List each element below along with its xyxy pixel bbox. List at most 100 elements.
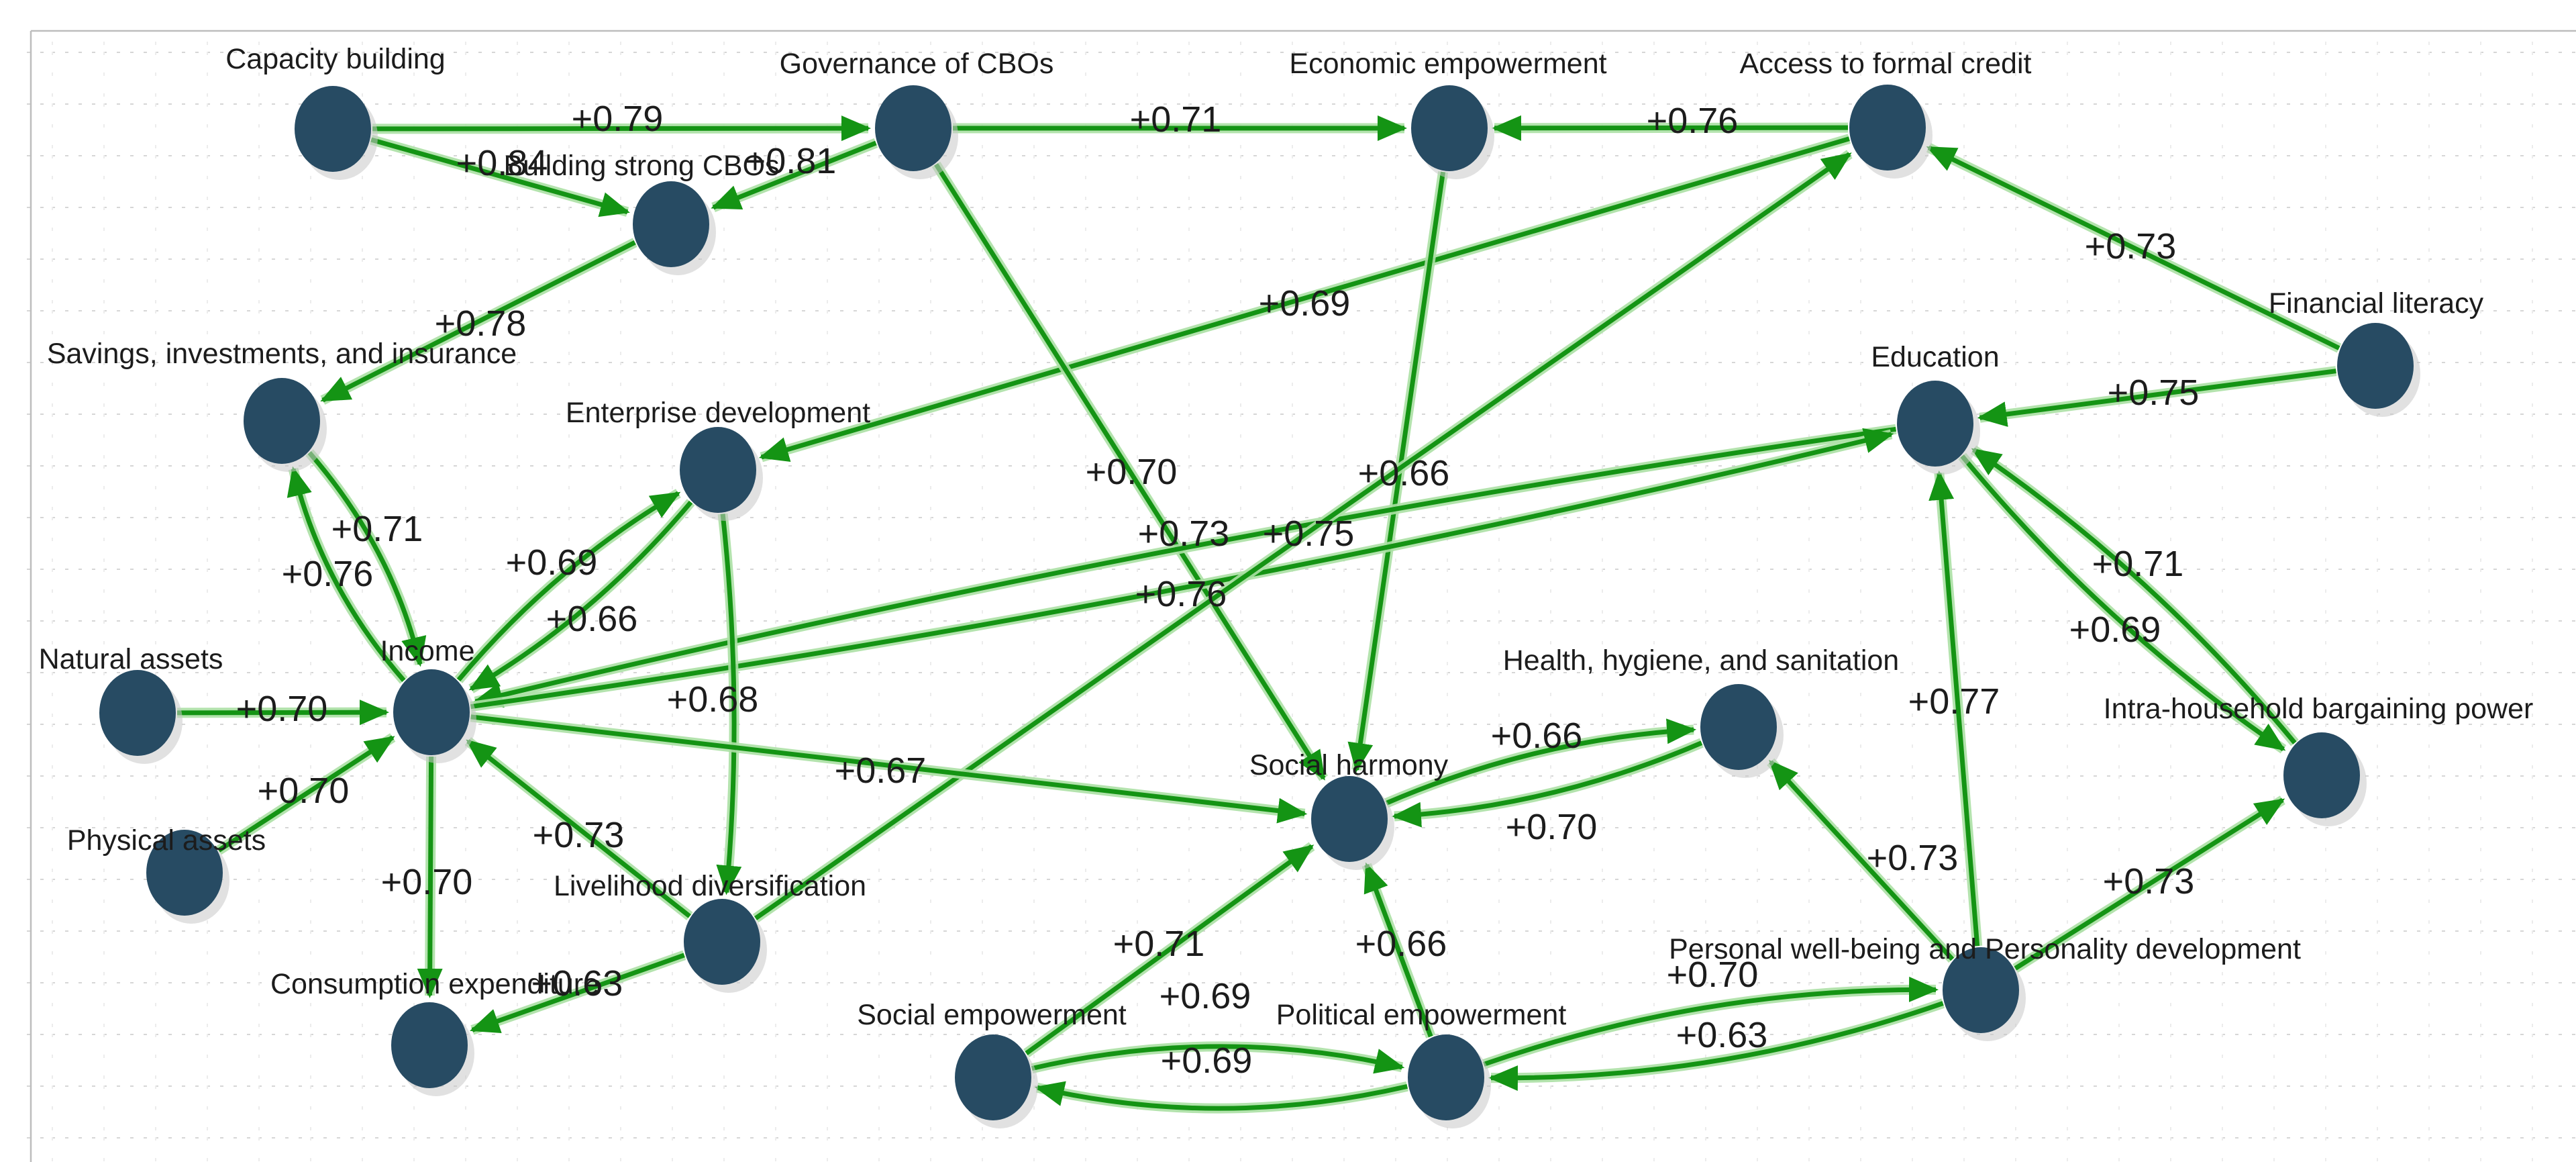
node-harmony: [1311, 776, 1388, 862]
node-bsc: [633, 181, 709, 267]
node-label-financial: Financial literacy: [2269, 287, 2484, 320]
node-label-harmony: Social harmony: [1249, 749, 1449, 781]
edge-intra-education: [1971, 447, 2297, 744]
edge-income-harmony: [470, 714, 1308, 824]
edge-label-governance-economic: +0.71: [1130, 99, 1222, 140]
node-physical: [146, 830, 223, 916]
edge-label-intra-education: +0.71: [2092, 544, 2184, 584]
edge-label-access-economic: +0.76: [1647, 101, 1739, 141]
edge-label-income-education: +0.76: [1135, 574, 1227, 614]
node-label-politicalemp: Political empowerment: [1276, 999, 1567, 1031]
edge-label-income-consumption: +0.70: [381, 862, 473, 902]
node-label-health: Health, hygiene, and sanitation: [1503, 644, 1899, 677]
node-income: [393, 669, 470, 755]
edge-label-personal-health: +0.73: [1867, 838, 1959, 878]
edge-label-governance-harmony: +0.70: [1086, 452, 1178, 492]
edge-access-enterprise: [758, 136, 1850, 463]
edge-personal-health: [1769, 759, 1955, 961]
edge-label-enterprise-income: +0.66: [546, 599, 638, 639]
edge-income-savings: [287, 466, 406, 682]
edge-income-consumption: [417, 756, 443, 998]
edge-label-income-savings: +0.76: [282, 554, 374, 594]
node-label-capacity: Capacity building: [225, 43, 445, 75]
edge-capacity-governance: [372, 115, 871, 142]
edge-label-politicalemp-socialemp: +0.69: [1161, 1040, 1253, 1081]
edge-label-harmony-health: +0.66: [1491, 716, 1583, 756]
node-socialemp: [955, 1034, 1031, 1120]
edge-enterprise-income: [468, 500, 693, 691]
node-label-bsc: Building strong CBOs: [503, 150, 779, 182]
edge-label-governance-bsc: +0.81: [745, 141, 837, 181]
edge-politicalemp-personal: [1483, 976, 1939, 1067]
node-economic: [1411, 85, 1488, 171]
edge-financial-access: [1926, 145, 2340, 350]
edge-education-income: [472, 426, 1896, 708]
edge-label-financial-access: +0.73: [2085, 226, 2177, 267]
node-natural: [99, 670, 176, 756]
node-label-income: Income: [380, 635, 474, 667]
edge-label-enterprise-livelihood: +0.68: [667, 679, 759, 720]
node-label-governance: Governance of CBOs: [780, 48, 1054, 80]
edge-livelihood-consumption: [470, 953, 685, 1034]
edge-governance-harmony: [934, 163, 1326, 781]
edge-personal-intra: [2014, 797, 2285, 971]
edge-label-capacity-bsc: +0.84: [456, 143, 548, 183]
edge-bsc-savings: [320, 240, 636, 403]
edge-income-enterprise: [456, 491, 681, 682]
node-intra: [2283, 732, 2360, 818]
edge-label-livelihood-access: +0.75: [1263, 514, 1355, 554]
edge-label-bsc-savings: +0.78: [435, 303, 527, 344]
edge-capacity-bsc: [370, 137, 630, 217]
edge-label-personal-politicalemp: +0.63: [1676, 1015, 1768, 1055]
node-label-education: Education: [1871, 341, 1999, 373]
edge-label-education-income: +0.73: [1138, 514, 1230, 554]
edge-natural-income: [176, 699, 389, 726]
edge-label-livelihood-consumption: +0.63: [531, 963, 623, 1004]
node-label-consumption: Consumption expenditure: [270, 968, 599, 1000]
node-health: [1700, 684, 1777, 770]
node-financial: [2337, 323, 2414, 409]
node-governance: [875, 85, 951, 171]
node-label-natural: Natural assets: [39, 643, 223, 675]
edge-label-education-intra: +0.69: [2069, 610, 2161, 650]
node-enterprise: [680, 427, 756, 513]
edge-label-capacity-governance: +0.79: [572, 99, 664, 139]
edge-label-socialemp-politicalemp: +0.69: [1160, 976, 1251, 1016]
node-label-enterprise: Enterprise development: [566, 397, 870, 429]
node-capacity: [295, 86, 371, 172]
edge-personal-politicalemp: [1488, 1001, 1944, 1092]
edge-education-intra: [1960, 454, 2286, 752]
edge-harmony-health: [1385, 718, 1697, 806]
edge-enterprise-livelihood: [716, 514, 742, 895]
edge-label-economic-harmony: +0.66: [1358, 453, 1450, 493]
edge-label-personal-education: +0.77: [1908, 681, 2000, 722]
edge-livelihood-income: [466, 739, 691, 918]
edge-label-access-enterprise: +0.69: [1259, 283, 1351, 324]
edge-label-income-enterprise: +0.69: [506, 542, 598, 583]
node-personal: [1943, 947, 2019, 1033]
edge-label-personal-intra: +0.73: [2103, 861, 2195, 902]
edge-governance-bsc: [711, 140, 877, 210]
edge-personal-education: [1928, 470, 1980, 947]
edge-physical-income: [217, 735, 395, 853]
node-politicalemp: [1408, 1034, 1484, 1120]
edge-financial-education: [1977, 369, 2336, 427]
node-label-savings: Savings, investments, and insurance: [47, 338, 517, 370]
edge-label-politicalemp-personal: +0.70: [1667, 955, 1759, 995]
edge-label-income-harmony: +0.67: [835, 751, 927, 791]
edge-label-natural-income: +0.70: [236, 689, 328, 729]
edge-label-savings-income: +0.71: [331, 509, 423, 549]
node-label-physical: Physical assets: [67, 824, 266, 857]
node-livelihood: [684, 899, 760, 985]
edge-health-harmony: [1391, 740, 1703, 828]
edge-politicalemp-socialemp: [1034, 1081, 1408, 1111]
node-label-economic: Economic empowerment: [1289, 48, 1606, 80]
edge-politicalemp-harmony: [1363, 862, 1433, 1038]
edge-savings-income: [307, 451, 427, 667]
edge-label-physical-income: +0.70: [258, 771, 350, 811]
edge-label-health-harmony: +0.70: [1506, 807, 1598, 847]
edge-label-livelihood-income: +0.73: [533, 815, 625, 855]
edge-socialemp-politicalemp: [1031, 1044, 1405, 1074]
